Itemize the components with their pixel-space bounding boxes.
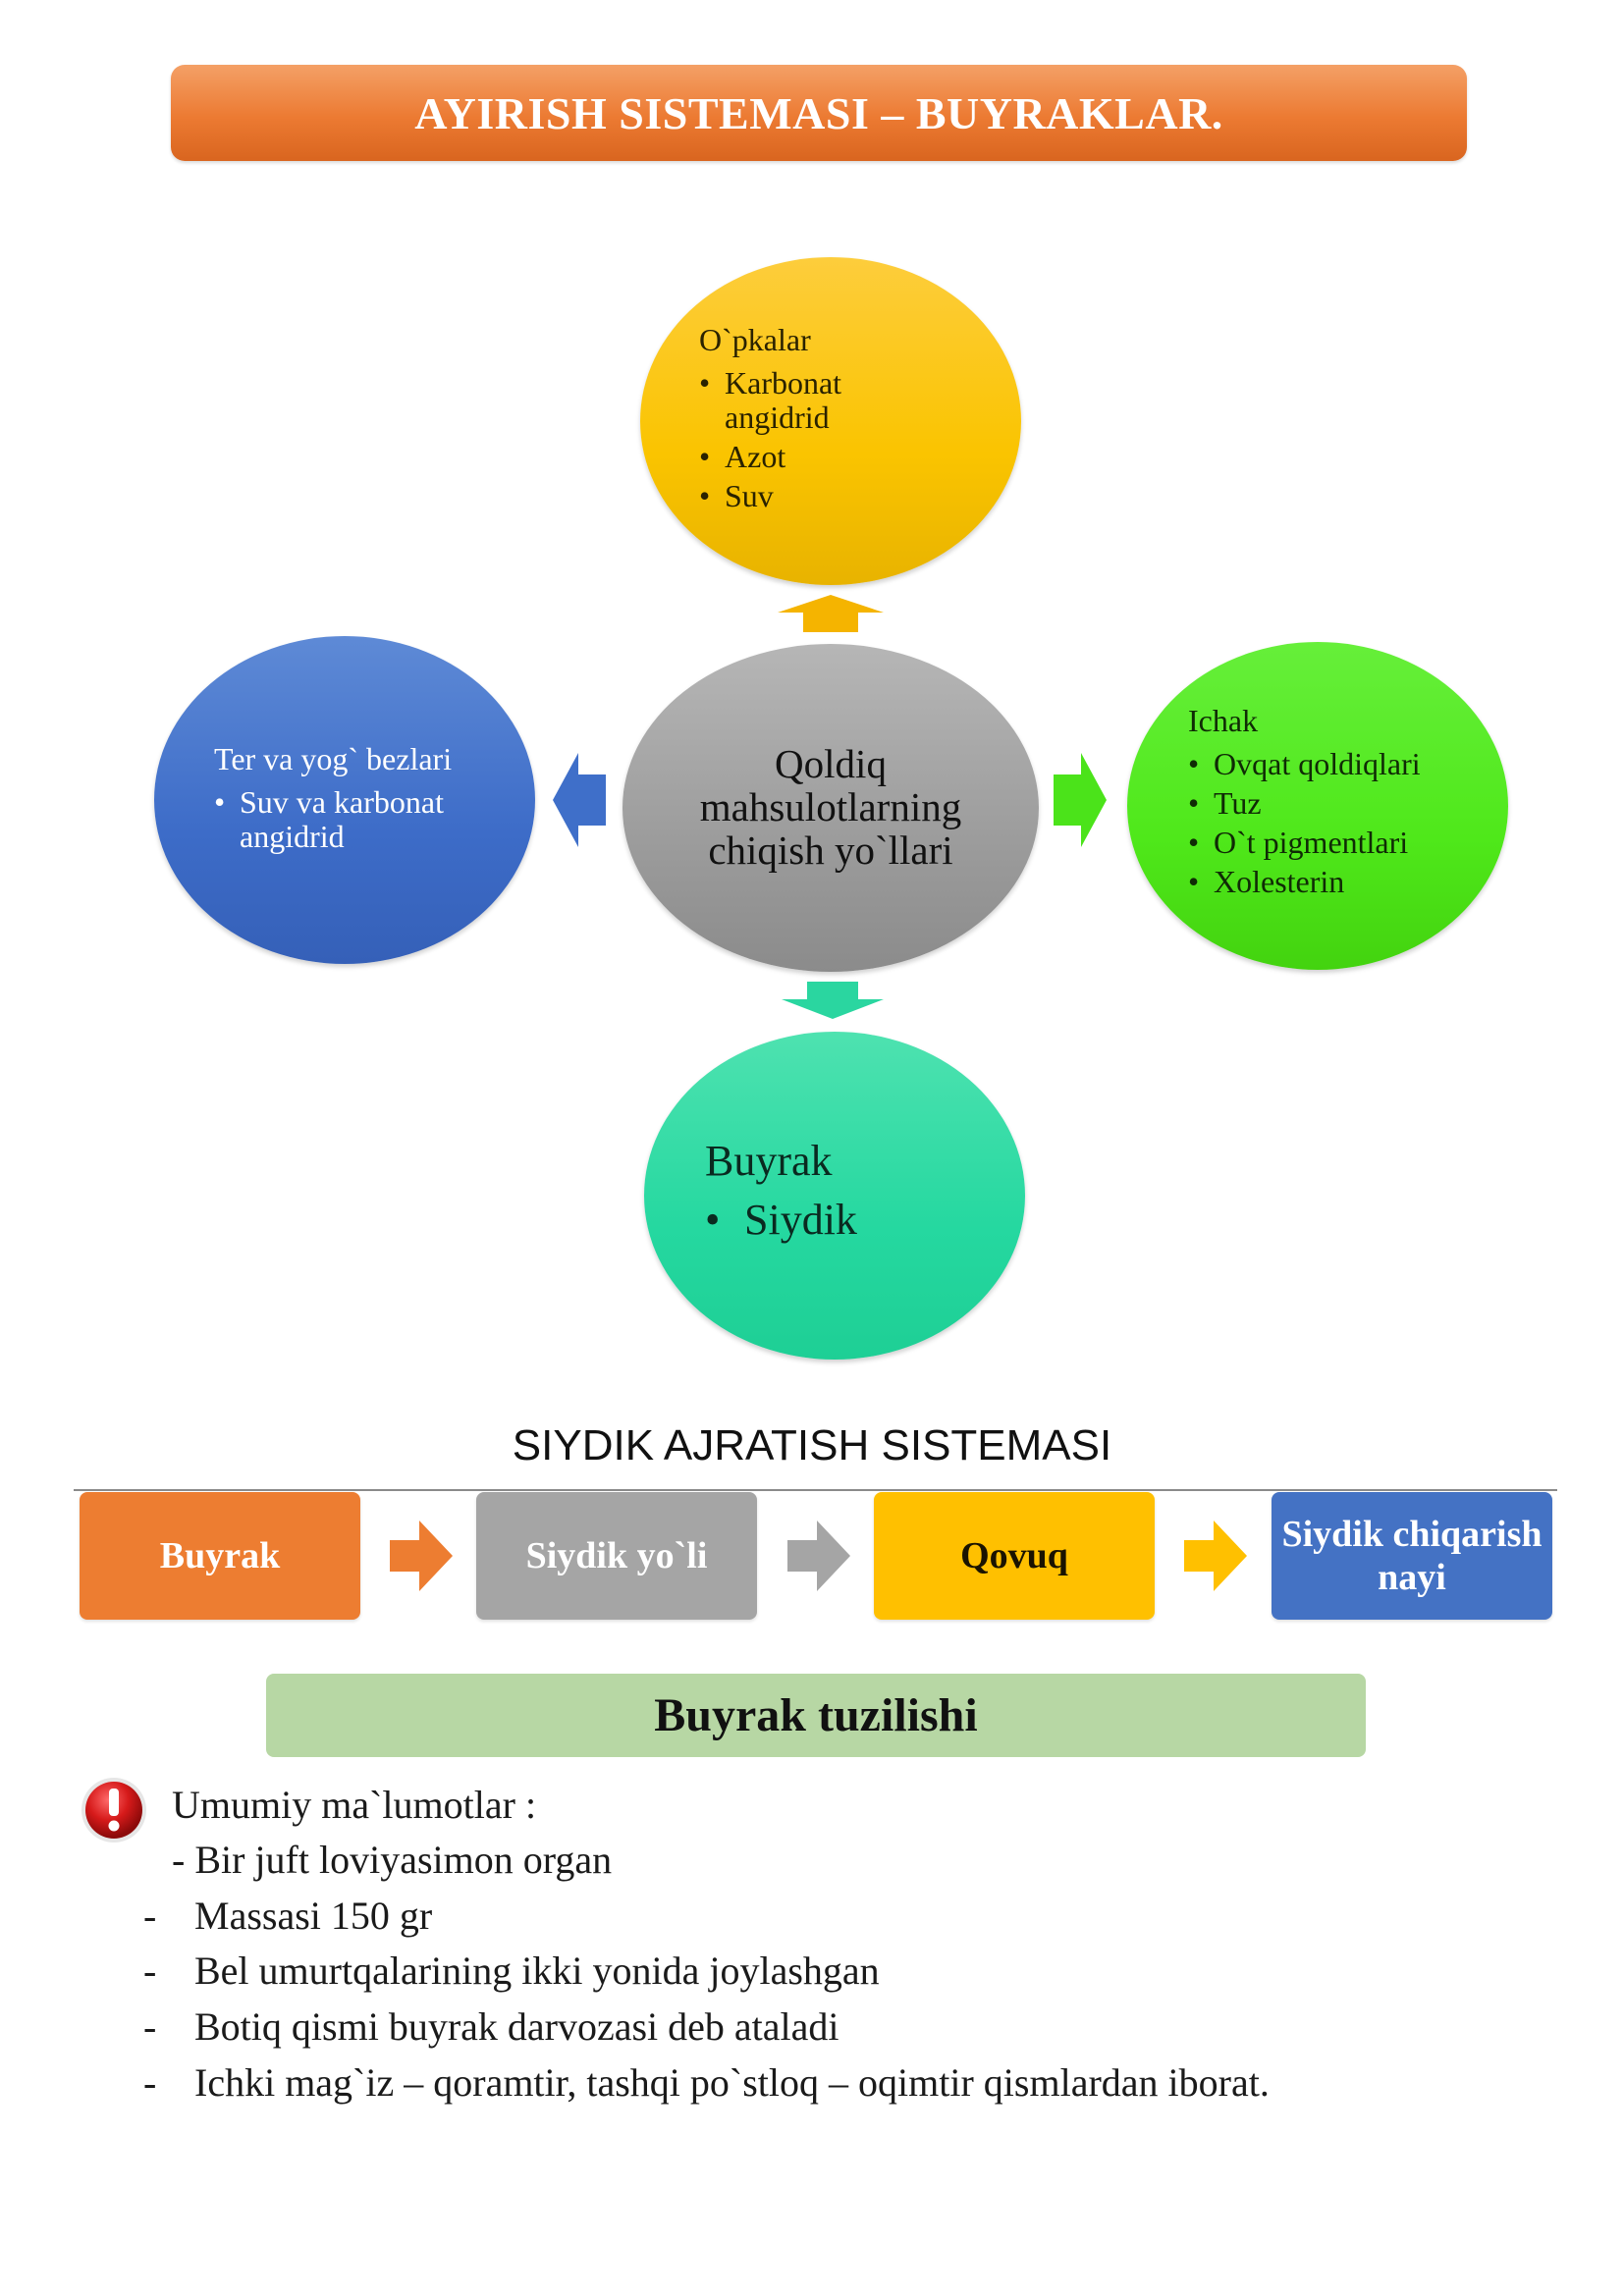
lungs-item: Azot — [699, 440, 895, 475]
page-title: AYIRISH SISTEMASI – BUYRAKLAR. — [171, 65, 1467, 161]
dash-marker: - — [143, 2060, 157, 2105]
center-text: Qoldiq mahsulotlarning chiqish yo`llari — [623, 742, 1039, 872]
flow-step-qovuq: Qovuq — [874, 1492, 1155, 1620]
arrow-up-icon — [778, 595, 884, 632]
intestine-item: Tuz — [1188, 786, 1483, 822]
sweat-glands-text: Ter va yog` bezlari Suv va karbonat angi… — [214, 741, 469, 859]
flow-step-buyrak: Buyrak — [80, 1492, 360, 1620]
intestine-text: Ichak Ovqat qoldiqlari Tuz O`t pigmentla… — [1188, 703, 1483, 904]
flow-step-siydik-chiqarish-nayi: Siydik chiqarish nayi — [1272, 1492, 1552, 1620]
flow-step-siydik-yoli: Siydik yo`li — [476, 1492, 757, 1620]
center-ellipse — [623, 644, 1039, 972]
structure-item: Ichki mag`iz – qoramtir, tashqi po`stloq… — [194, 2060, 1270, 2105]
intestine-heading: Ichak — [1188, 703, 1259, 738]
flow-title: SIYDIK AJRATISH SISTEMASI — [512, 1421, 1112, 1469]
lungs-text: O`pkalar Karbonat angidrid Azot Suv — [699, 322, 895, 518]
lungs-item: Suv — [699, 479, 895, 514]
structure-item: Bel umurtqalarining ikki yonida joylashg… — [194, 1949, 880, 1993]
center-line: chiqish yo`llari — [708, 828, 953, 873]
flow-arrow-icon — [787, 1521, 850, 1591]
warning-exclamation-icon — [81, 1778, 146, 1842]
dash-marker: - — [143, 2004, 157, 2049]
structure-title: Buyrak tuzilishi — [266, 1674, 1366, 1757]
intestine-item: O`t pigmentlari — [1188, 826, 1483, 861]
arrow-left-icon — [553, 753, 606, 847]
arrow-right-icon — [1054, 753, 1107, 847]
structure-intro: Umumiy ma`lumotlar : — [172, 1783, 537, 1827]
lungs-item: Karbonat angidrid — [699, 366, 895, 435]
kidney-text: Buyrak Siydik — [705, 1136, 857, 1250]
structure-item: Botiq qismi buyrak darvozasi deb ataladi — [194, 2004, 839, 2049]
flow-arrow-icon — [390, 1521, 453, 1591]
arrow-down-icon — [782, 982, 884, 1019]
center-line: Qoldiq — [775, 741, 887, 786]
sweat-glands-item: Suv va karbonat angidrid — [214, 785, 469, 854]
dash-marker: - — [143, 1949, 157, 1993]
intestine-item: Ovqat qoldiqlari — [1188, 747, 1483, 782]
lungs-heading: O`pkalar — [699, 322, 811, 357]
intestine-item: Xolesterin — [1188, 865, 1483, 900]
sweat-glands-heading: Ter va yog` bezlari — [214, 741, 453, 776]
kidney-item: Siydik — [705, 1196, 857, 1245]
center-line: mahsulotlarning — [699, 784, 962, 829]
flow-arrow-icon — [1184, 1521, 1247, 1591]
divider — [74, 1489, 1557, 1491]
structure-item: Massasi 150 gr — [194, 1894, 433, 1938]
kidney-heading: Buyrak — [705, 1137, 833, 1185]
dash-marker: - — [143, 1894, 157, 1938]
structure-first-line: - Bir juft loviyasimon organ — [172, 1838, 613, 1882]
